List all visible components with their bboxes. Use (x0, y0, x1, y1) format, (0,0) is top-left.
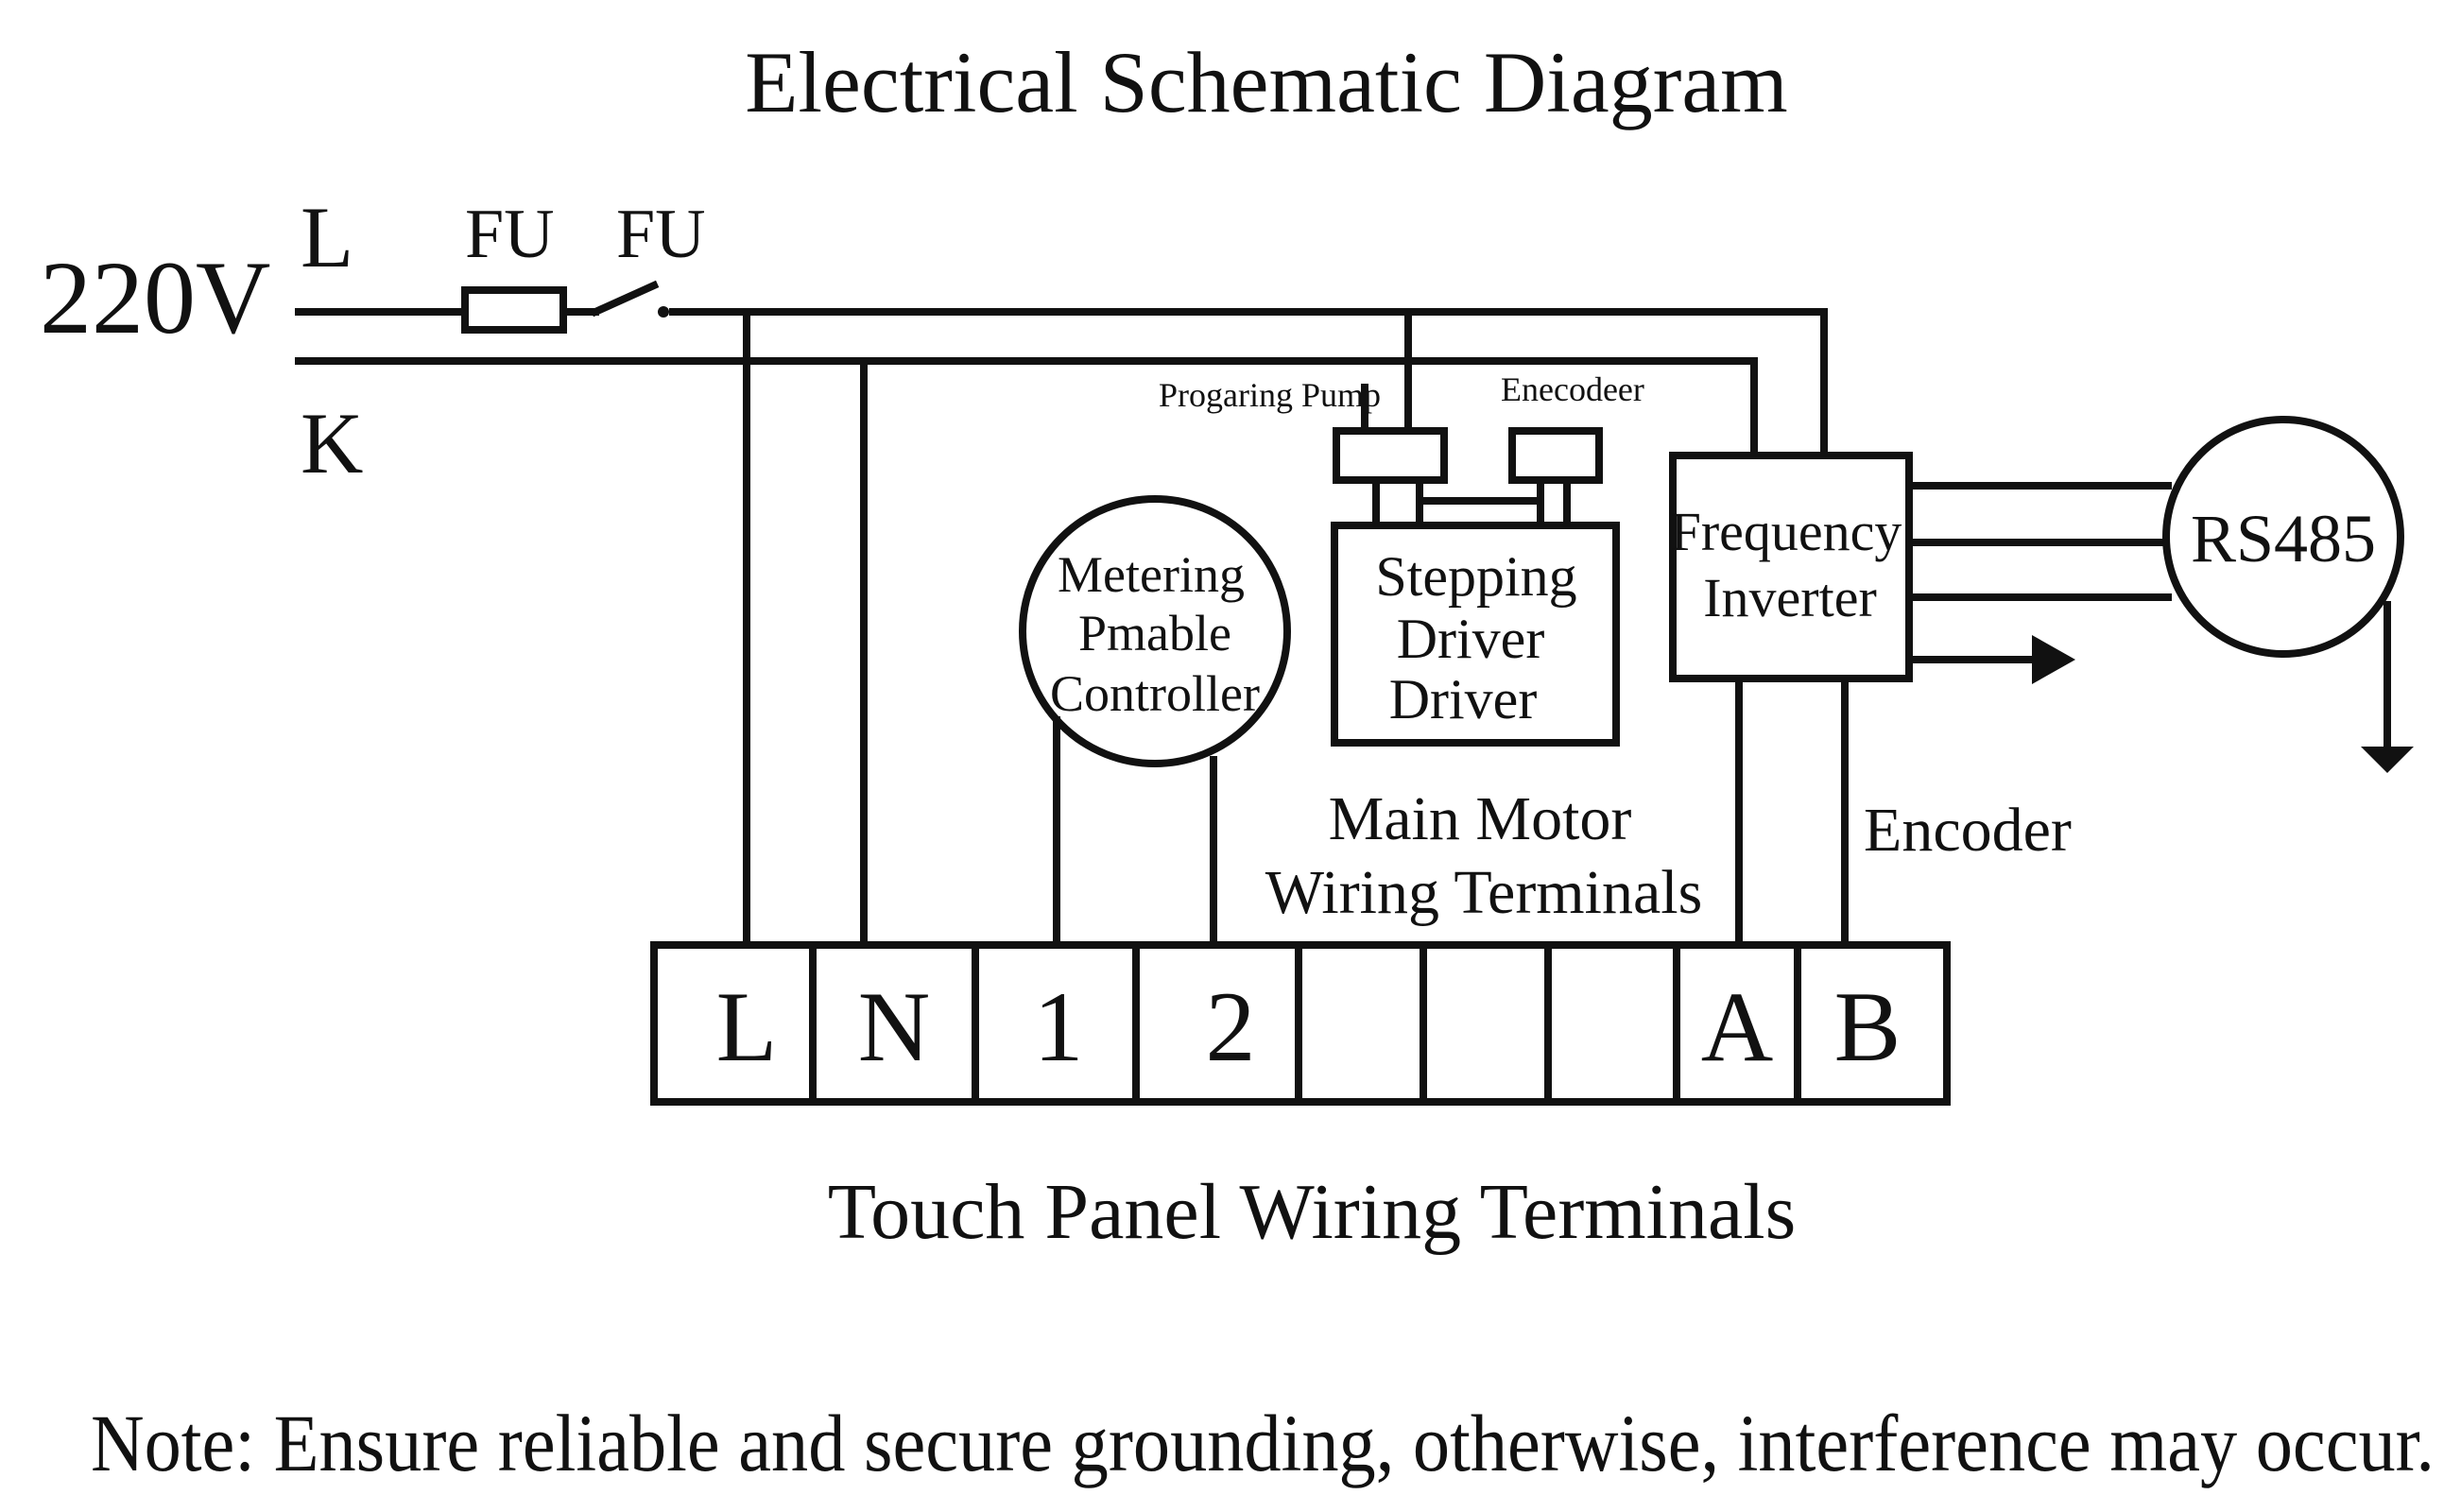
terminal-a: A (1701, 971, 1774, 1082)
ground-arrow-icon (2361, 747, 2414, 773)
metering-controller-circle (1019, 495, 1291, 767)
terminal-2: 2 (1206, 971, 1256, 1082)
stepping-label-1: Stepping (1375, 545, 1576, 608)
terminal-l: L (716, 971, 778, 1082)
stepping-driver-box (1331, 522, 1620, 747)
priming-pump-connector (1333, 427, 1448, 484)
switch-icon (590, 280, 660, 318)
stepping-label-3: Driver (1389, 668, 1538, 730)
terminal-block: L N 1 2 A B (650, 941, 1951, 1106)
rs485-label: RS485 (2191, 501, 2376, 576)
main-motor-label-1: Main Motor (1329, 784, 1632, 853)
supply-voltage-label: 220V (40, 240, 270, 355)
main-motor-label-2: Wiring Terminals (1265, 858, 1703, 927)
metering-label-1: Metering (1058, 546, 1245, 603)
inverter-label-2: Inverter (1703, 567, 1877, 628)
inverter-label-1: Frequency (1671, 501, 1902, 562)
fuse-icon (461, 286, 567, 334)
rs485-circle (2162, 416, 2404, 658)
frequency-inverter-box (1669, 452, 1913, 682)
terminal-1: 1 (1034, 971, 1084, 1082)
terminal-n: N (858, 971, 931, 1082)
line-l-wire (295, 280, 1828, 459)
stepping-label-2: Driver (1397, 608, 1545, 670)
line-l-label: L (301, 189, 353, 285)
fuse-label: FU (465, 196, 555, 273)
grounding-note: Note: Ensure reliable and secure groundi… (91, 1398, 2435, 1488)
metering-label-2: Pmable (1078, 605, 1231, 662)
line-k-wire (295, 357, 1758, 459)
diagram-title: Electrical Schematic Diagram (745, 34, 1787, 130)
metering-label-3: Controller (1050, 665, 1260, 722)
encoder-connector (1508, 427, 1603, 484)
encoder-side-label: Encoder (1864, 796, 2072, 865)
priming-pump-label: Progaring Pump (1159, 376, 1381, 414)
encoder-connector-label: Enecodeer (1501, 370, 1644, 408)
switch-label: FU (616, 196, 706, 273)
line-k-label: K (301, 395, 363, 491)
terminal-caption: Touch Panel Wiring Terminals (828, 1168, 1797, 1256)
terminal-b: B (1834, 971, 1902, 1082)
output-arrow-icon (2032, 635, 2075, 684)
